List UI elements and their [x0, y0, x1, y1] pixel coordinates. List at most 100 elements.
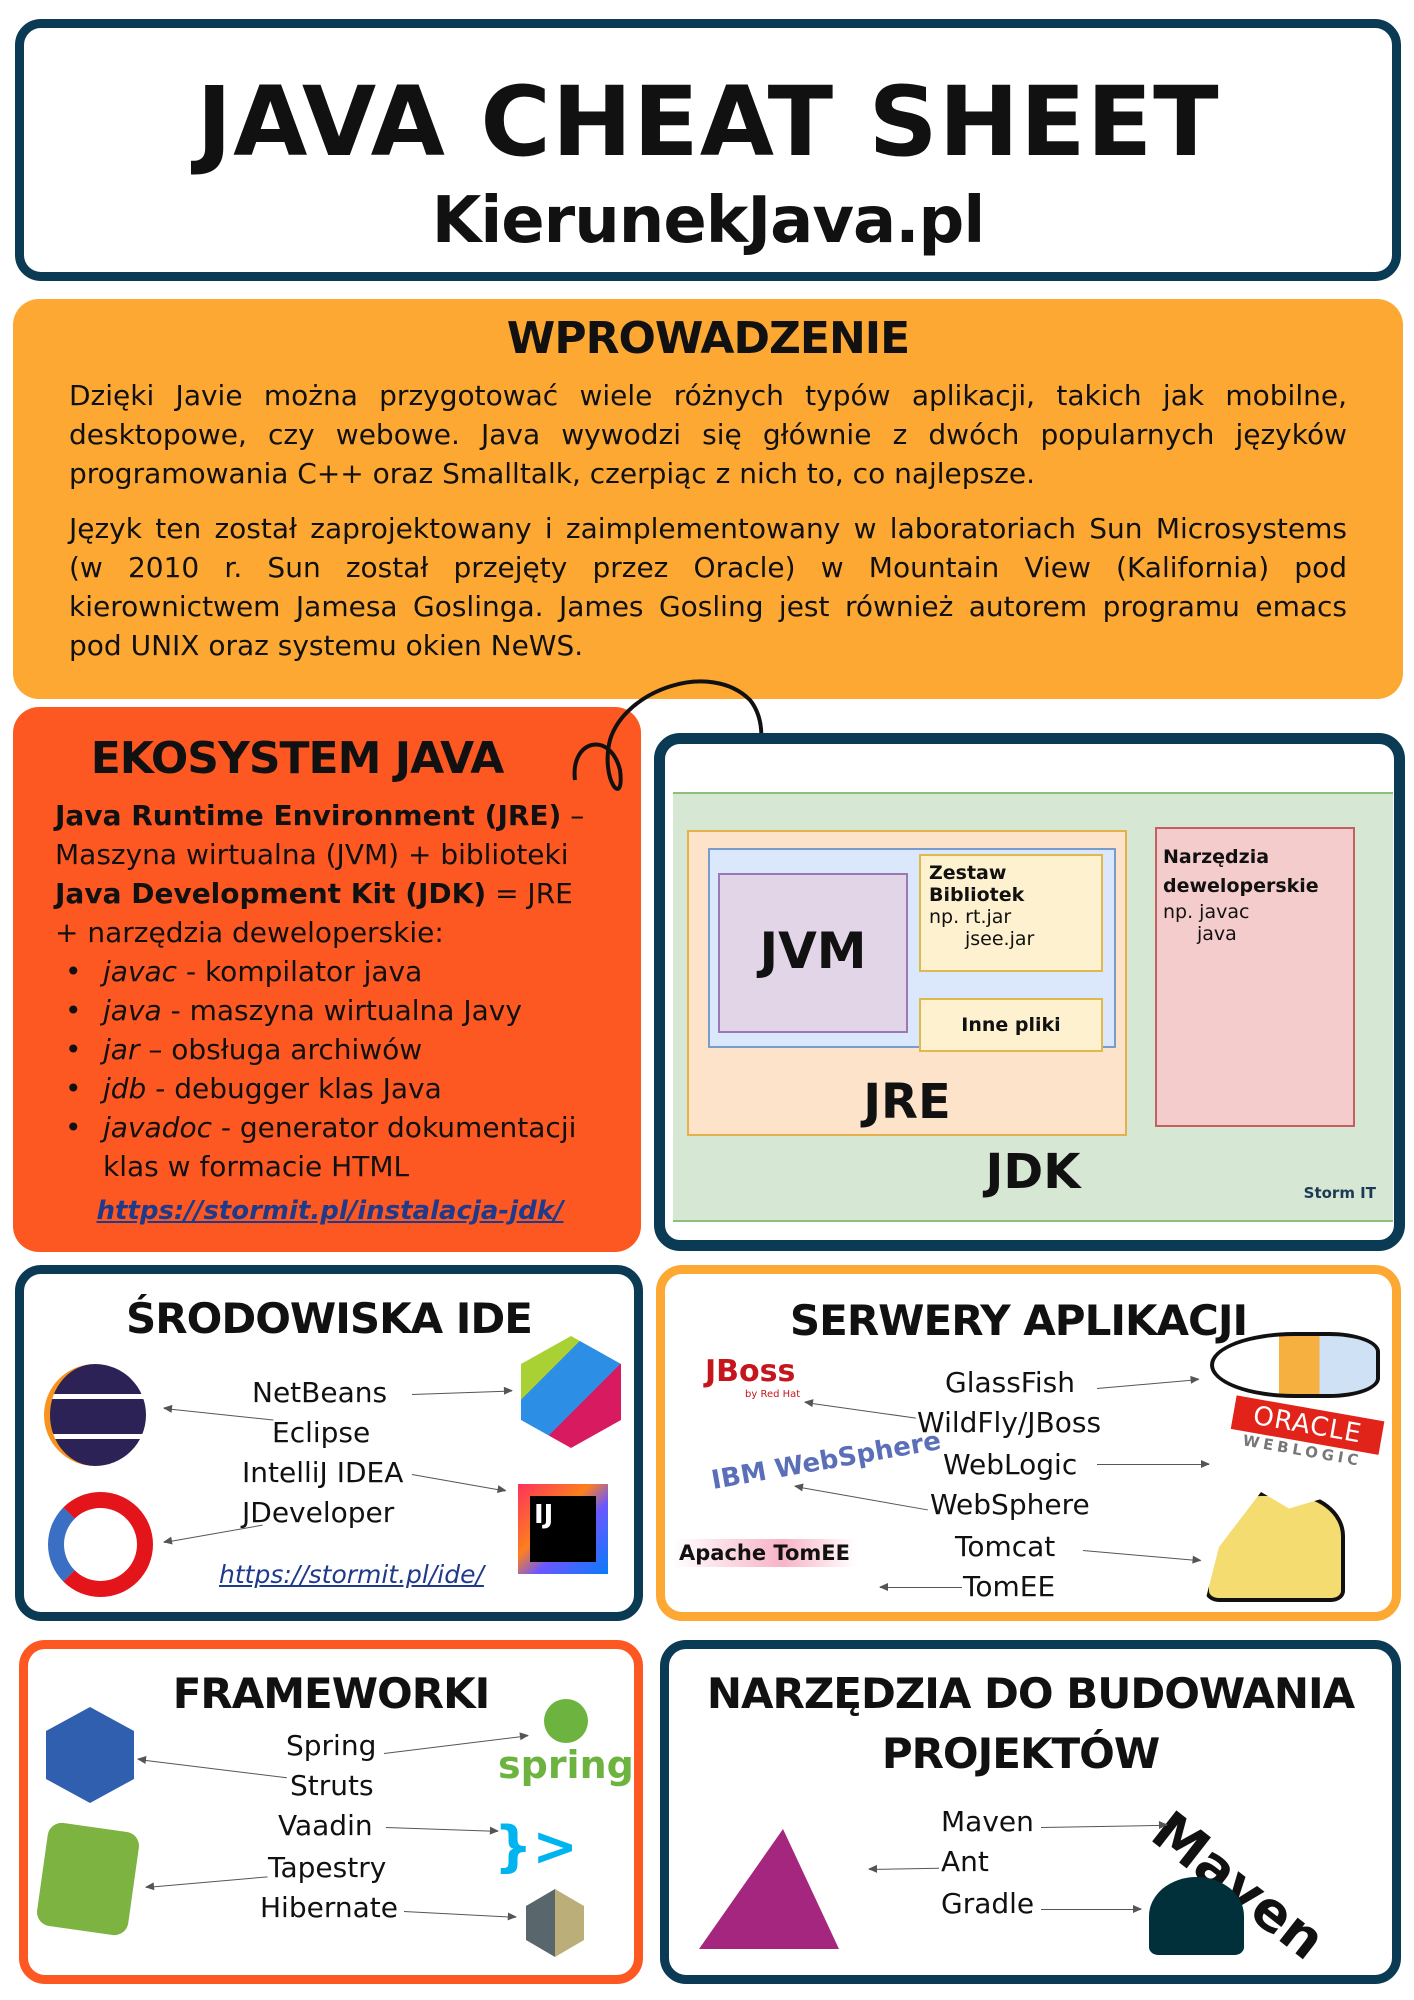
jdk-install-link[interactable]: https://stormit.pl/instalacja-jdk/	[96, 1196, 564, 1226]
build-item: Gradle	[941, 1887, 1035, 1920]
ide-item: Eclipse	[272, 1416, 371, 1449]
tapestry-logo-icon	[35, 1821, 141, 1937]
websphere-logo-icon: IBM WebSphere	[709, 1426, 944, 1496]
arrow-icon	[804, 1402, 916, 1419]
hibernate-logo-icon	[526, 1889, 584, 1957]
dev-tools-box: Narzędzia deweloperskie np. javac java	[1155, 827, 1355, 1127]
other-files-box: Inne pliki	[919, 998, 1103, 1052]
jdk-diagram-frame: JVM Zestaw Bibliotek np. rt.jar jsee.jar…	[654, 733, 1405, 1251]
arrow-icon	[869, 1867, 940, 1870]
arrow-icon	[1041, 1905, 1142, 1913]
server-item: WebLogic	[943, 1448, 1078, 1481]
ide-link[interactable]: https://stormit.pl/ide/	[219, 1560, 484, 1589]
arrow-icon	[412, 1390, 512, 1395]
ecosystem-heading: EKOSYSTEM JAVA	[90, 733, 505, 784]
ide-item: JDeveloper	[242, 1496, 395, 1529]
gradle-logo-icon	[1149, 1877, 1244, 1955]
framework-item: Vaadin	[278, 1809, 373, 1842]
arrow-icon	[1082, 1550, 1201, 1562]
struts-logo-icon	[46, 1707, 134, 1803]
tool-desc: - kompilator java	[177, 955, 423, 988]
tool-name: jdb	[103, 1072, 147, 1105]
build-heading-line1: NARZĘDZIA DO BUDOWANIA	[706, 1669, 1355, 1718]
list-item: javadoc - generator dokumentacji klas w …	[61, 1108, 605, 1186]
jvm-box	[718, 873, 908, 1033]
ide-heading: ŚRODOWISKA IDE	[126, 1294, 533, 1343]
list-item: javac - kompilator java	[61, 952, 605, 991]
server-item: WebSphere	[930, 1488, 1090, 1521]
oracle-weblogic-logo-icon: ORACLE WEBLOGIC	[1228, 1395, 1385, 1472]
build-tools-section: NARZĘDZIA DO BUDOWANIA PROJEKTÓW Maven M…	[660, 1640, 1401, 1984]
list-item: java - maszyna wirtualna Javy	[61, 991, 605, 1030]
tool-name: jar	[103, 1033, 140, 1066]
jdk-def: = JRE + narzędzia deweloperskie:	[55, 877, 573, 949]
jre-term: Java Runtime Environment (JRE)	[55, 799, 562, 832]
tomee-logo-icon: Apache TomEE	[673, 1539, 856, 1567]
arrow-icon	[1097, 1460, 1210, 1468]
frameworks-heading: FRAMEWORKI	[172, 1669, 491, 1718]
intro-paragraph: Dzięki Javie można przygotować wiele róż…	[69, 379, 1347, 490]
arrow-icon	[411, 1474, 506, 1492]
vaadin-logo-icon: }>	[494, 1815, 578, 1878]
servers-section: SERWERY APLIKACJI JBoss by Red Hat IBM W…	[656, 1265, 1401, 1621]
server-item: Tomcat	[955, 1530, 1056, 1563]
libraries-line: np. rt.jar	[929, 906, 1012, 928]
arrow-icon	[164, 1524, 263, 1543]
arrow-icon	[879, 1583, 962, 1591]
list-item: jar – obsługa archiwów	[61, 1030, 605, 1069]
jre-label: JRE	[863, 1074, 951, 1130]
ide-item: NetBeans	[252, 1376, 388, 1409]
ide-item: IntelliJ IDEA	[242, 1456, 404, 1489]
libraries-box: Zestaw Bibliotek np. rt.jar jsee.jar	[919, 854, 1103, 972]
intellij-logo-text: IJ	[530, 1496, 596, 1562]
intro-section: WPROWADZENIE Dzięki Javie można przygoto…	[13, 299, 1403, 699]
glassfish-logo-icon	[1210, 1332, 1380, 1398]
build-item: Maven	[941, 1805, 1034, 1838]
title-box: JAVA CHEAT SHEET KierunekJava.pl	[15, 19, 1401, 281]
dev-tools-title: Narzędzia deweloperskie	[1163, 846, 1319, 897]
framework-item: Tapestry	[268, 1851, 387, 1884]
frameworks-section: FRAMEWORKI spring }> Spring Struts Vaadi…	[19, 1640, 643, 1984]
tool-name: java	[103, 994, 162, 1027]
dev-tools-line: np. javac	[1163, 901, 1250, 923]
page-title: JAVA CHEAT SHEET	[196, 66, 1220, 178]
arrow-icon	[146, 1876, 268, 1888]
jdk-label: JDK	[985, 1144, 1081, 1200]
jboss-logo-subtext: by Red Hat	[745, 1389, 801, 1400]
intellij-logo-icon: IJ	[518, 1484, 608, 1574]
intro-heading: WPROWADZENIE	[506, 313, 910, 364]
libraries-title: Zestaw Bibliotek	[929, 862, 1025, 906]
arrow-icon	[163, 1408, 274, 1421]
ide-section: ŚRODOWISKA IDE IJ NetBeans Eclipse Intel…	[15, 1265, 643, 1621]
build-heading-line2: PROJEKTÓW	[881, 1729, 1160, 1778]
server-item: WildFly/JBoss	[917, 1406, 1102, 1439]
arrow-icon	[403, 1911, 516, 1918]
eclipse-logo-icon	[44, 1364, 146, 1466]
ecosystem-section: EKOSYSTEM JAVA Java Runtime Environment …	[13, 707, 641, 1252]
jboss-logo-icon: JBoss by Red Hat	[705, 1354, 800, 1400]
intro-paragraph: Język ten został zaprojektowany i zaimpl…	[69, 512, 1347, 662]
tool-desc: - generator dokumentacji klas w formacie…	[103, 1111, 577, 1183]
spring-logo-text: spring	[498, 1743, 634, 1787]
arrow-icon	[137, 1759, 287, 1779]
build-item: Ant	[941, 1845, 989, 1878]
arrow-icon	[794, 1486, 928, 1511]
framework-item: Hibernate	[260, 1891, 398, 1924]
jvm-label: JVM	[759, 922, 867, 980]
tool-name: javadoc	[103, 1111, 212, 1144]
arrow-icon	[385, 1827, 498, 1832]
jdeveloper-logo-icon	[48, 1492, 153, 1597]
arrow-icon	[1097, 1379, 1199, 1389]
tool-desc: - maszyna wirtualna Javy	[161, 994, 522, 1027]
servers-heading: SERWERY APLIKACJI	[789, 1296, 1248, 1345]
framework-item: Struts	[290, 1769, 374, 1802]
framework-item: Spring	[286, 1729, 377, 1762]
page-subtitle: KierunekJava.pl	[431, 184, 986, 258]
tool-list: javac - kompilator java java - maszyna w…	[61, 952, 605, 1186]
jre-def: – Maszyna wirtualna (JVM) + biblioteki	[55, 799, 585, 871]
server-item: TomEE	[963, 1570, 1056, 1603]
spring-leaf-icon	[543, 1699, 588, 1743]
server-item: GlassFish	[945, 1366, 1075, 1399]
jboss-logo-text: JBoss	[705, 1354, 796, 1389]
spring-logo-icon: spring	[498, 1699, 634, 1787]
